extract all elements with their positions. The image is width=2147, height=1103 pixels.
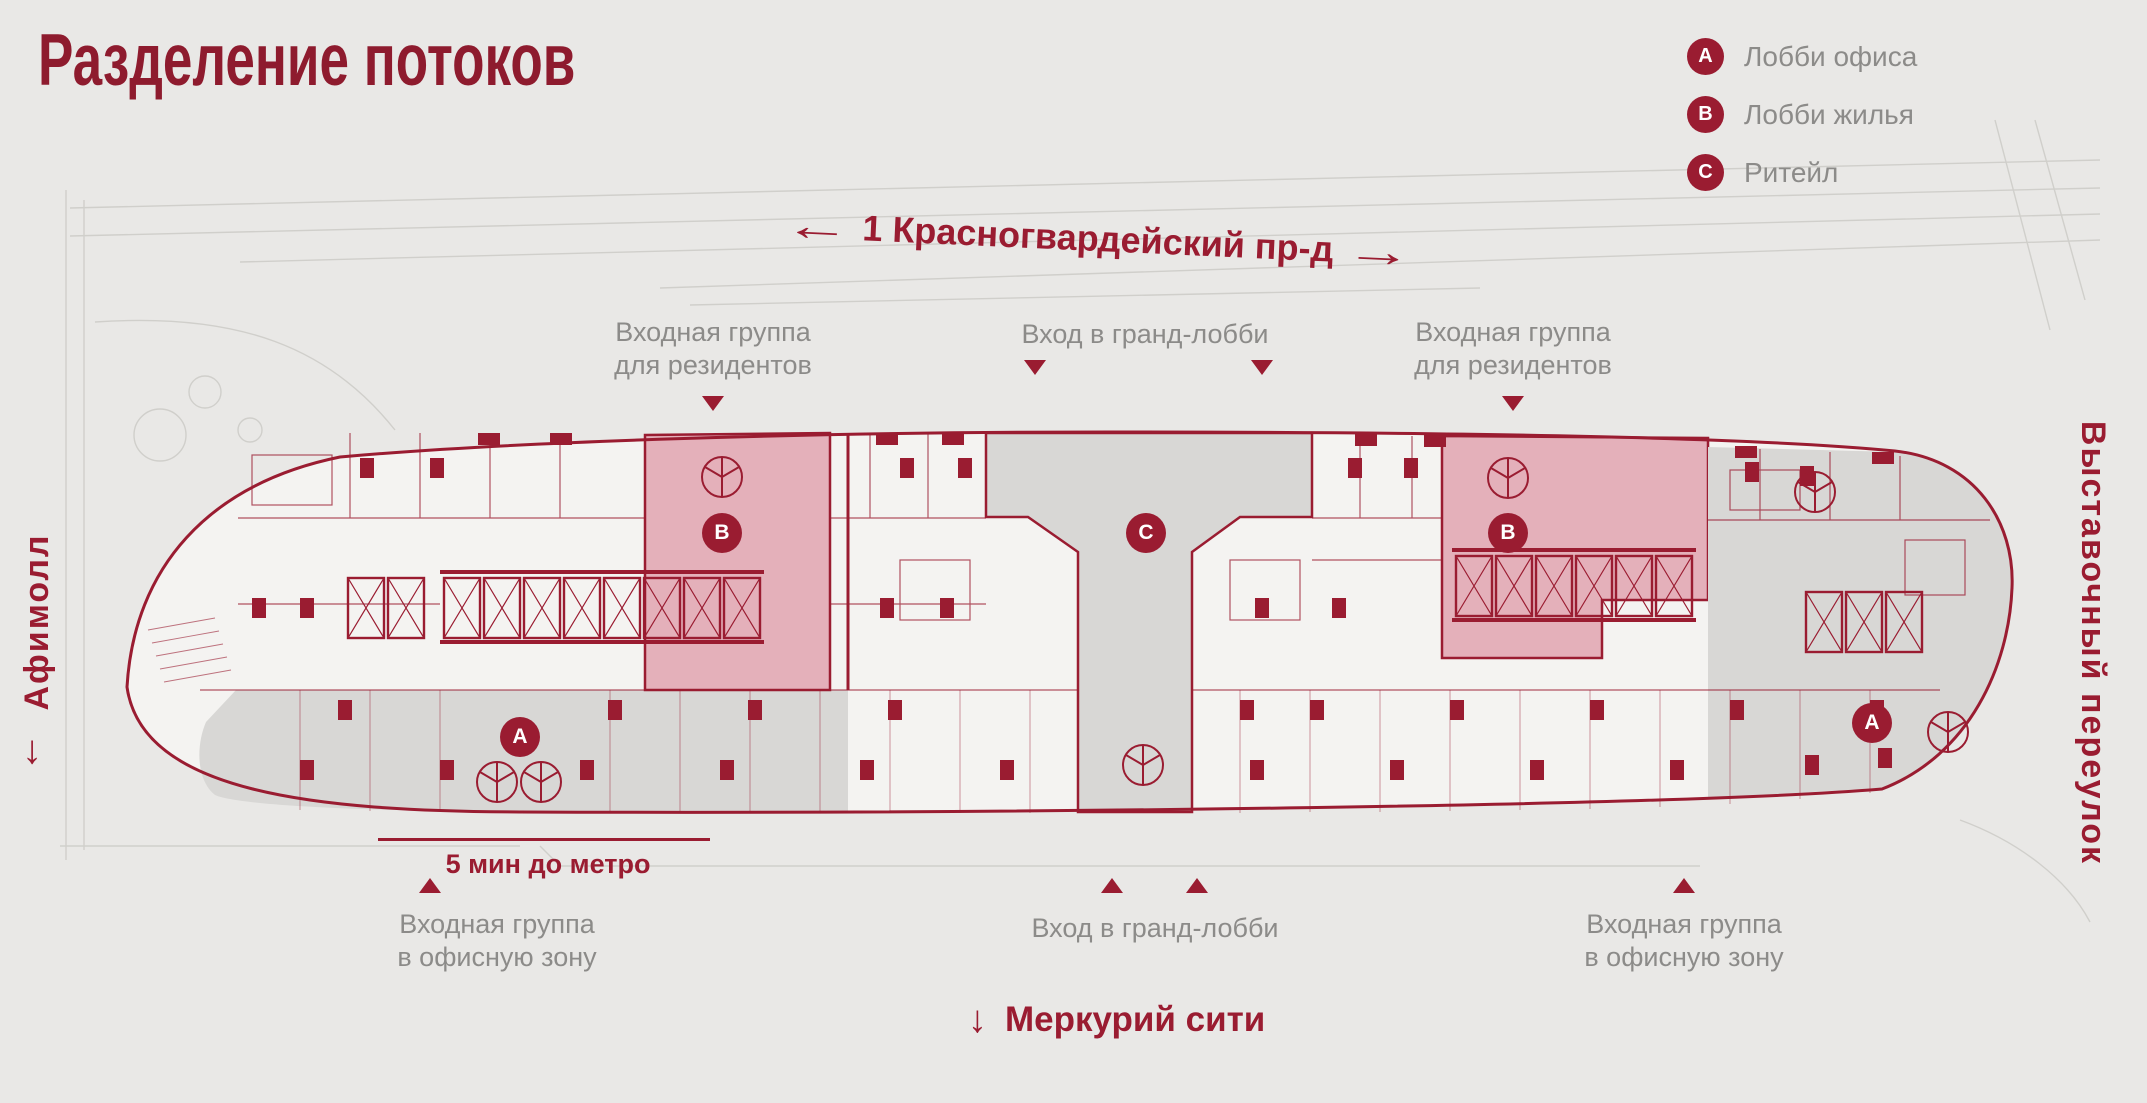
zone-badge-c: C — [1126, 513, 1166, 553]
arrow-left-icon: ← — [782, 200, 853, 251]
callout-office-entrance-left: Входная группа в офисную зону — [367, 908, 627, 974]
zone-office-lobby-right — [1708, 447, 2012, 798]
metro-distance-label: 5 мин до метро — [445, 849, 651, 879]
callout-residents-entrance-left: Входная группа для резидентов — [583, 316, 843, 382]
zone-badge-b-left: B — [702, 513, 742, 553]
callout-line: в офисную зону — [397, 942, 597, 972]
legend-item-residential-lobby: B Лобби жилья — [1687, 96, 1917, 133]
columns — [252, 433, 1894, 780]
legend-badge-b: B — [1687, 96, 1724, 133]
entrance-marker-icon — [1101, 878, 1123, 893]
entrance-marker-icon — [1673, 878, 1695, 893]
callout-line: Входная группа — [399, 909, 595, 939]
legend-badge-c: C — [1687, 154, 1724, 191]
callout-grand-lobby-entrance-bottom: Вход в гранд-лобби — [1020, 912, 1290, 945]
arrow-down-icon: ↓ — [968, 999, 987, 1041]
page-title: Разделение потоков — [38, 19, 576, 102]
street-label-right: Выставочный переулок — [2074, 420, 2112, 866]
arrow-down-icon: ↓ — [22, 728, 42, 772]
street-label-left: Афимолл — [18, 533, 56, 711]
callout-line: для резидентов — [1414, 350, 1612, 380]
callout-office-entrance-right: Входная группа в офисную зону — [1554, 908, 1814, 974]
legend-label: Лобби жилья — [1744, 98, 1914, 130]
entrance-marker-icon — [702, 396, 724, 411]
callout-line: Входная группа — [1586, 909, 1782, 939]
legend-badge-a: A — [1687, 38, 1724, 75]
zone-badge-a-left: A — [500, 717, 540, 757]
building-outline — [125, 430, 2014, 814]
entrance-marker-icon — [1186, 878, 1208, 893]
street-name-bottom: Меркурий сити — [1005, 1000, 1266, 1039]
legend: A Лобби офиса B Лобби жилья C Ритейл — [1687, 38, 1917, 191]
legend-item-office-lobby: A Лобби офиса — [1687, 38, 1917, 75]
callout-line: Входная группа — [615, 317, 811, 347]
callout-residents-entrance-right: Входная группа для резидентов — [1383, 316, 1643, 382]
street-label-bottom: ↓ Меркурий сити — [968, 1000, 1265, 1040]
callout-line: Входная группа — [1415, 317, 1611, 347]
surroundings — [60, 119, 2101, 923]
zone-badge-a-right: A — [1852, 703, 1892, 743]
zone-badge-b-right: B — [1488, 513, 1528, 553]
zone-residential-lobby-left — [643, 431, 832, 692]
legend-label: Ритейл — [1744, 156, 1839, 188]
callout-line: Вход в гранд-лобби — [1031, 913, 1279, 943]
legend-item-retail: C Ритейл — [1687, 154, 1917, 191]
metro-distance-line — [378, 838, 710, 841]
legend-label: Лобби офиса — [1744, 40, 1918, 72]
callout-line: Вход в гранд-лобби — [1021, 319, 1269, 349]
callout-grand-lobby-entrance-top: Вход в гранд-лобби — [1010, 318, 1280, 351]
entrance-marker-icon — [419, 878, 441, 893]
entrance-marker-icon — [1502, 396, 1524, 411]
callout-line: для резидентов — [614, 350, 812, 380]
arrow-right-icon: → — [1343, 226, 1414, 277]
entrance-marker-icon — [1251, 360, 1273, 375]
zone-retail-grand-lobby — [984, 431, 1314, 814]
entrance-marker-icon — [1024, 360, 1046, 375]
callout-line: в офисную зону — [1584, 942, 1784, 972]
